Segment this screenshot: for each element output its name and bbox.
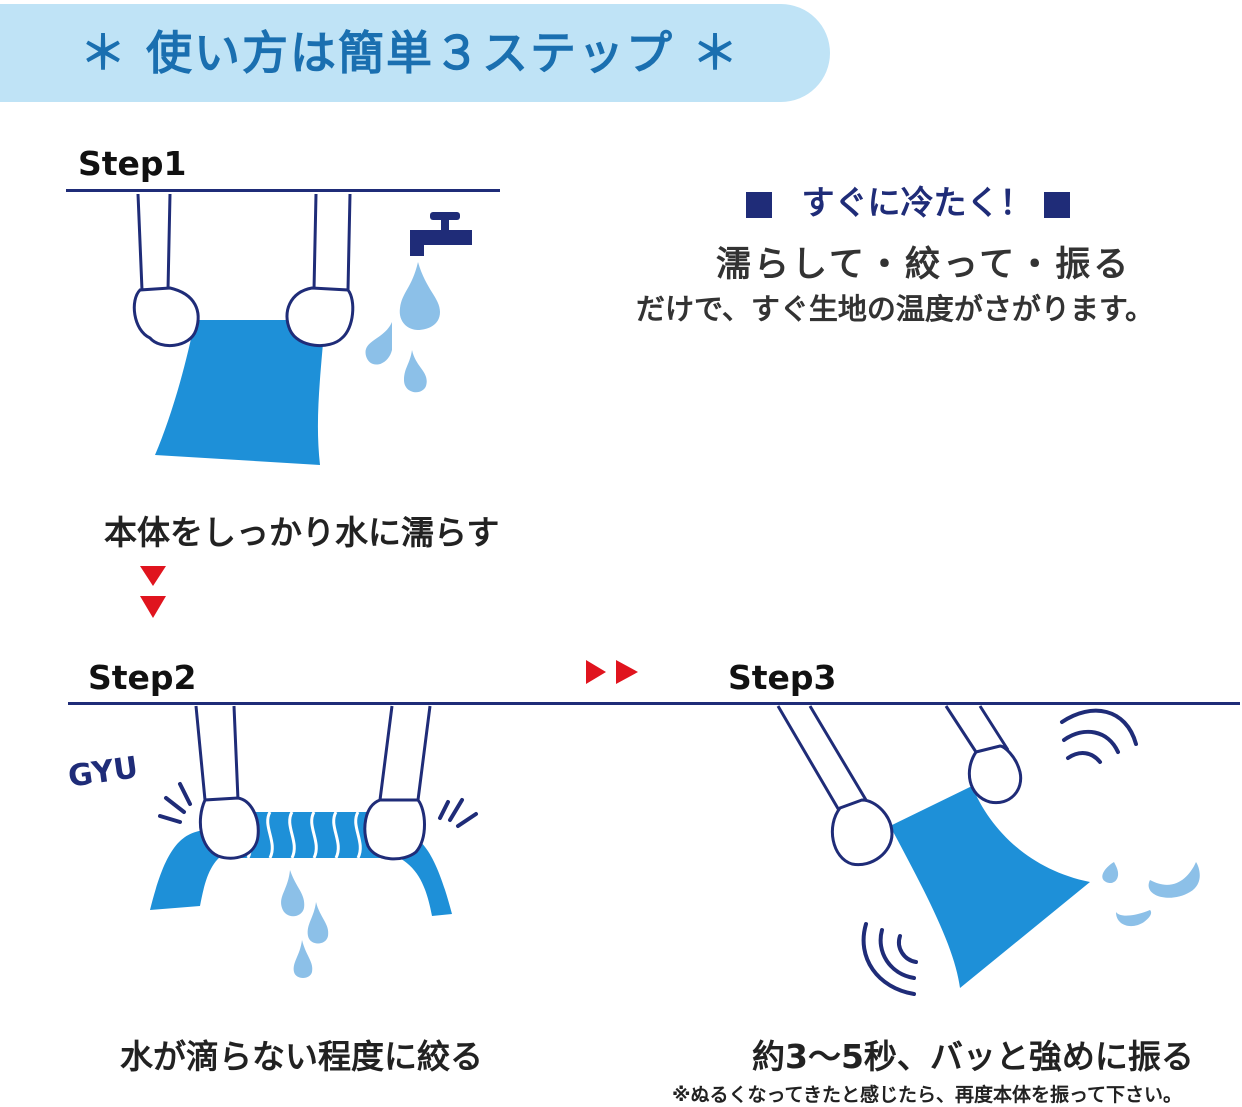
water-drop-icon (307, 902, 329, 944)
water-drop-icon (1148, 862, 1200, 898)
step2-label: Step2 (88, 658, 197, 697)
water-drop-icon (365, 322, 392, 365)
step1-illustration (132, 193, 472, 465)
shake-waves-icon (861, 922, 918, 996)
down-arrow-icon (140, 566, 166, 618)
step3-caption: 約3〜5秒、バッと強めに振る (752, 1037, 1194, 1076)
banner-title: ＊ 使い方は簡単３ステップ ＊ (80, 26, 741, 80)
step1-caption: 本体をしっかり水に濡らす (104, 513, 500, 552)
shake-waves-icon (1060, 708, 1138, 764)
water-drop-icon (404, 350, 427, 393)
title-banner (0, 4, 830, 102)
info-line2: だけで、すぐ生地の温度がさがります。 (636, 292, 1154, 326)
step1-rule (66, 189, 500, 192)
step2-caption: 水が滴らない程度に絞る (120, 1037, 483, 1076)
square-bullet-icon (1044, 191, 1070, 218)
step2-illustration (150, 705, 478, 978)
right-arrow-icon (586, 660, 638, 684)
water-drop-icon (399, 262, 440, 330)
water-drop-icon (293, 940, 313, 978)
step3-note: ※ぬるくなってきたと感じたら、再度本体を振って下さい。 (672, 1084, 1183, 1106)
step3-label: Step3 (728, 658, 837, 697)
water-drop-icon (281, 870, 305, 917)
info-heading: すぐに冷たく！ (801, 183, 1033, 222)
step2-step3-rule (68, 702, 1240, 705)
info-heading-row: すぐに冷たく！ (746, 176, 1070, 224)
faucet-icon (410, 212, 472, 256)
step3-illustration (776, 705, 1200, 996)
water-drop-icon (1116, 910, 1152, 927)
info-line1: 濡らして・絞って・振る (716, 245, 1132, 285)
step1-label: Step1 (78, 144, 187, 183)
water-drop-icon (1102, 862, 1119, 884)
square-bullet-icon (746, 191, 772, 218)
